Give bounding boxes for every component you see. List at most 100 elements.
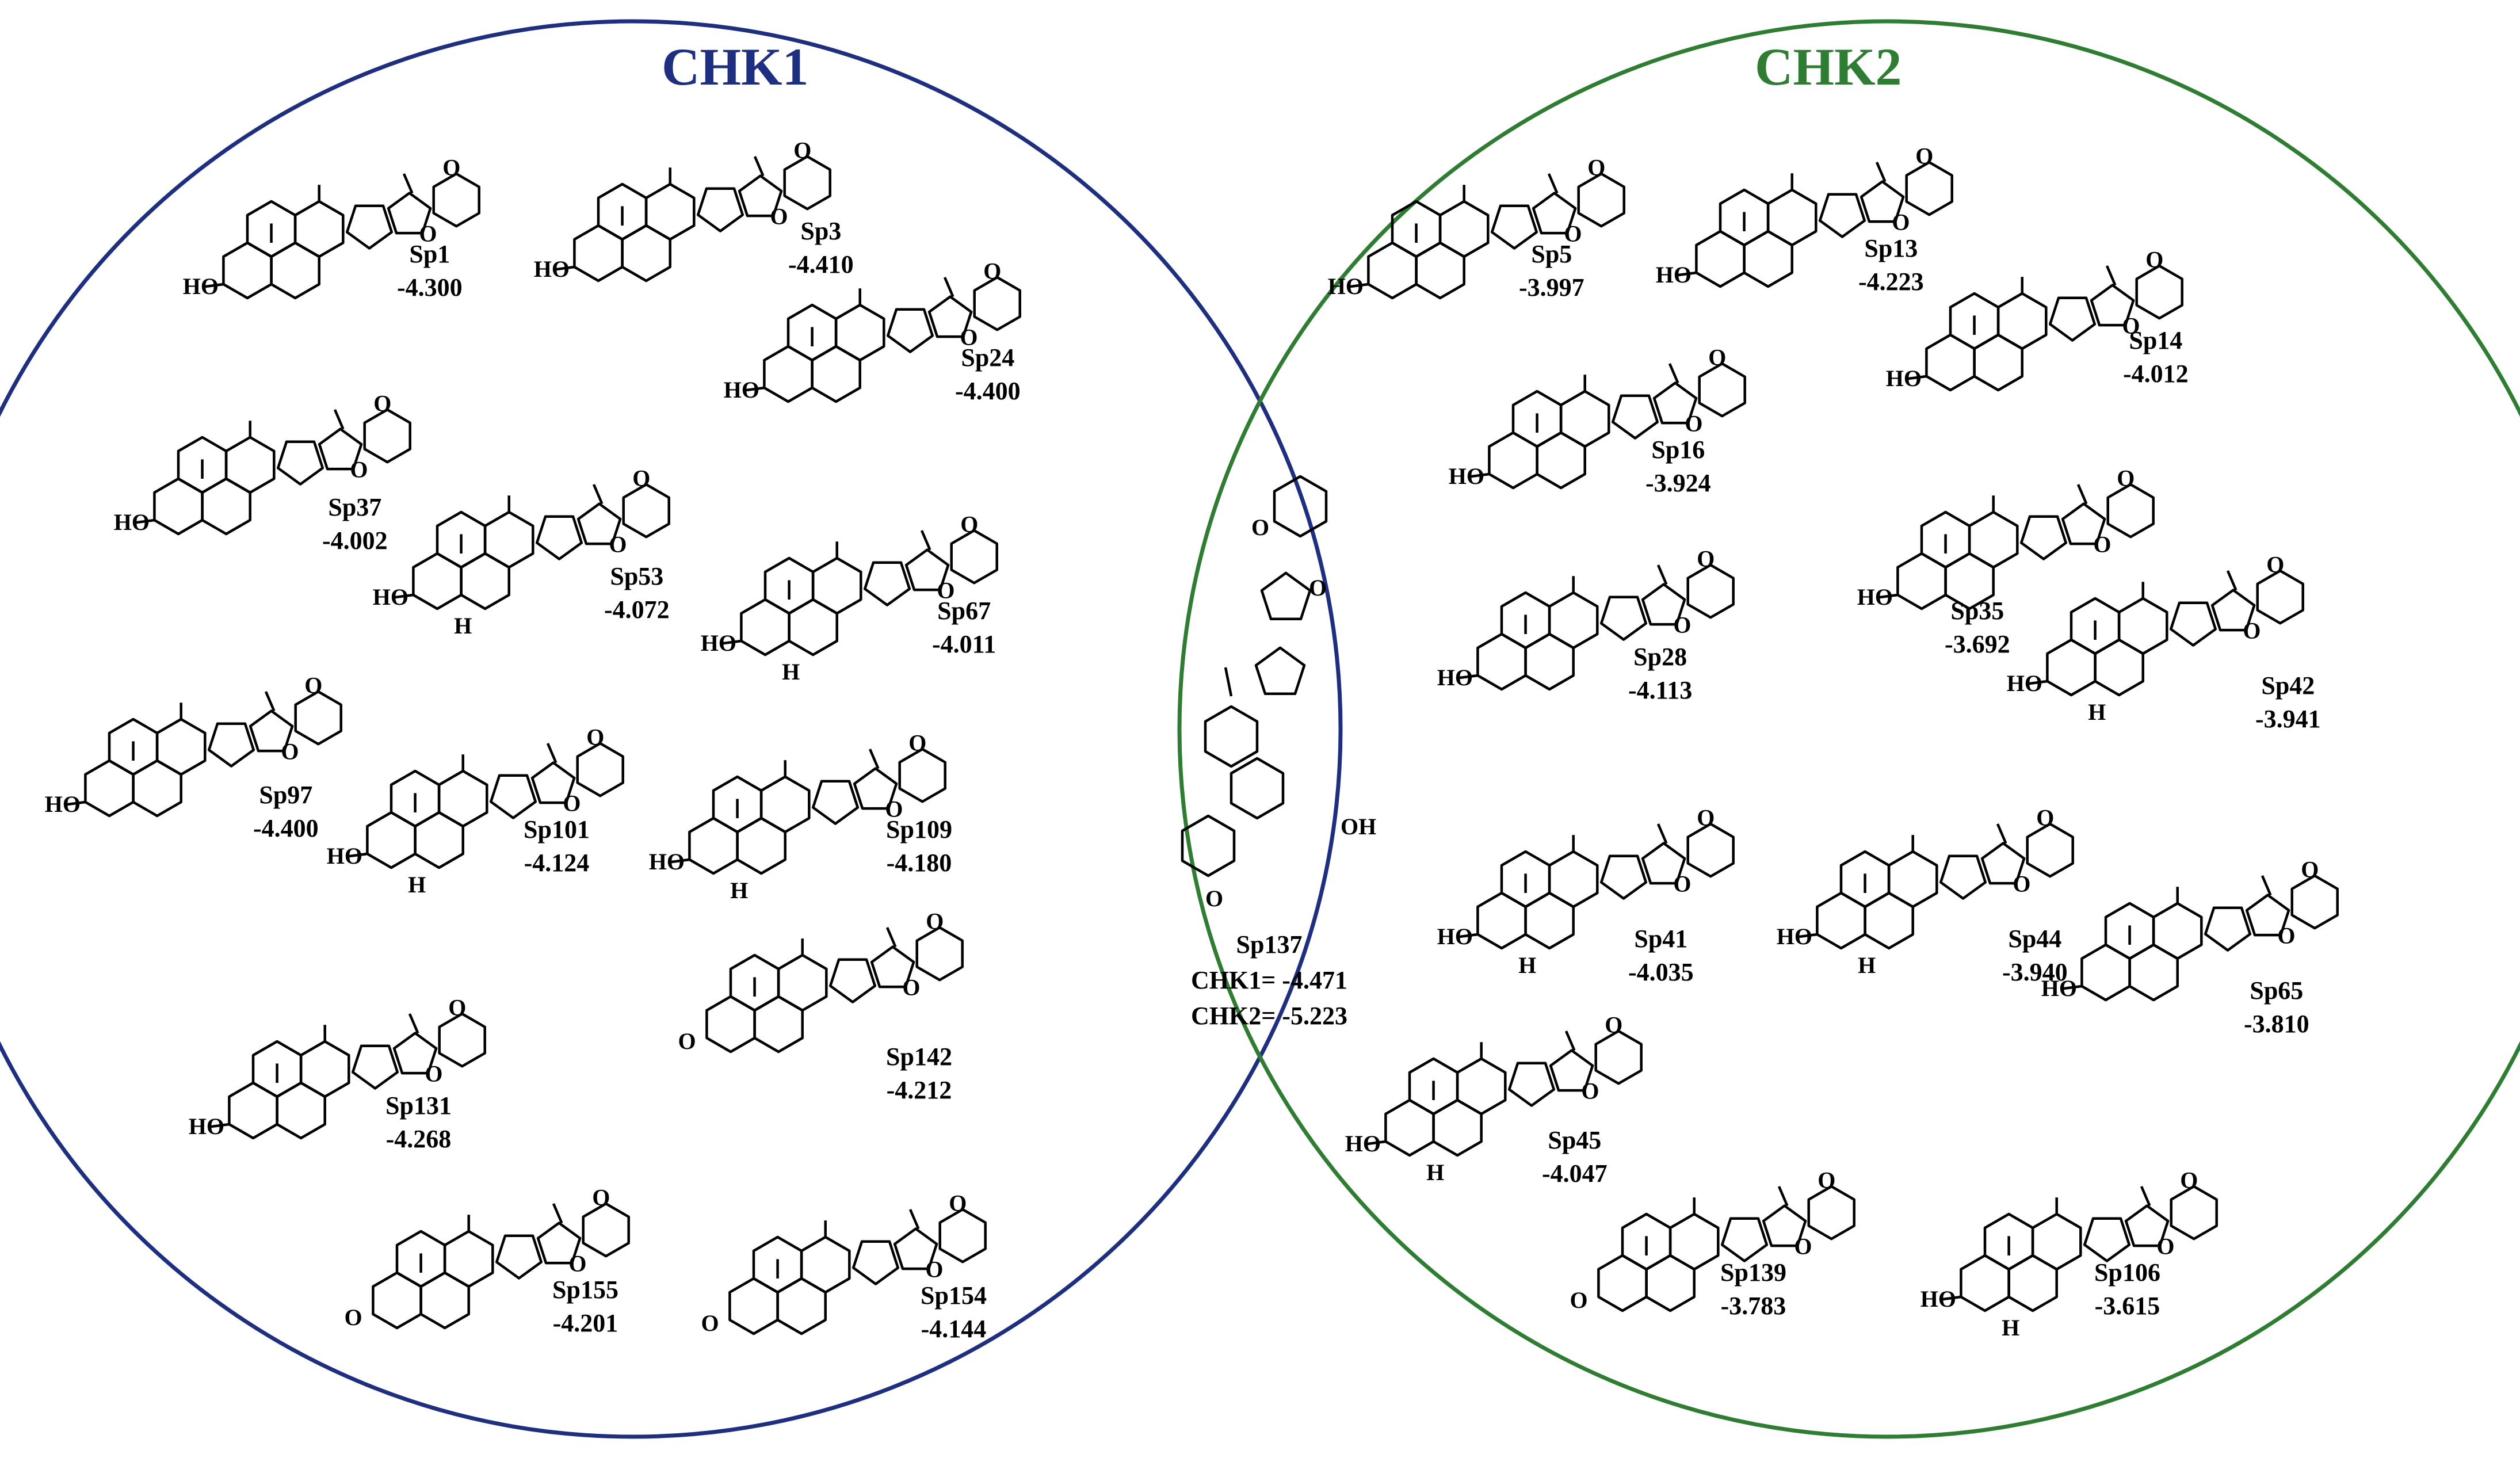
ring-d — [852, 1240, 900, 1285]
compound-name: Sp13 — [1864, 234, 1918, 262]
ring-d — [345, 204, 394, 250]
ring-c — [811, 556, 862, 615]
methyl-bond — [1777, 1186, 1789, 1207]
ring-c — [777, 953, 828, 1012]
methyl-bond — [592, 484, 604, 505]
methyl-bond — [1668, 363, 1679, 384]
pyran-ring — [2106, 483, 2155, 539]
hydroxyl-bond — [2025, 680, 2048, 686]
hydroxyl-bond — [2060, 984, 2082, 991]
methyl-bond — [546, 743, 558, 764]
methyl-bond — [753, 156, 765, 177]
furan-ring — [2245, 894, 2290, 937]
compound-name: Sp154 — [921, 1281, 987, 1310]
compound-score: -3.924 — [1645, 469, 1711, 497]
ring-a2 — [1949, 292, 2000, 350]
oxygen-atom: O — [281, 739, 299, 765]
ring-d — [696, 187, 744, 232]
compound-label-sp35: Sp35-3.692 — [1945, 598, 2010, 657]
ring-c — [1548, 850, 1599, 909]
ring-d — [2048, 296, 2097, 342]
methyl-bond — [333, 409, 345, 430]
compound-label-sp28: Sp28-4.113 — [1628, 644, 1692, 703]
pyran-ring — [938, 1208, 987, 1264]
compound-name: Sp16 — [1651, 436, 1705, 464]
oxygen-atom: O — [1587, 154, 1605, 180]
furan-ring — [1641, 583, 1686, 626]
ring-c — [443, 1230, 494, 1288]
hydroxyl-bond — [742, 386, 765, 392]
furan-ring — [1641, 842, 1686, 885]
furan-ring — [853, 767, 898, 810]
compound-score: -3.810 — [2244, 1010, 2309, 1038]
compound-name: Sp5 — [1531, 240, 1572, 268]
pyran-ring — [363, 408, 411, 464]
ring-a2 — [1500, 591, 1551, 650]
oxygen-atom: O — [926, 908, 944, 934]
ring-c — [437, 769, 488, 828]
chk2-title: CHK2 — [1755, 37, 1902, 96]
oxygen-atom: O — [949, 1190, 967, 1216]
ring-d — [886, 308, 934, 353]
methyl-bond — [1656, 564, 1668, 585]
oxygen-atom: O — [563, 791, 581, 816]
ring-d — [2169, 601, 2217, 647]
ring-d — [1611, 394, 1659, 440]
pyran-ring — [973, 276, 1021, 331]
furan-ring — [2061, 502, 2106, 545]
compound-label-sp101: Sp101-4.124 — [524, 817, 590, 876]
compound-score: -4.410 — [788, 250, 854, 278]
hydroxyl-bond — [667, 858, 690, 864]
ring-d — [2204, 906, 2252, 952]
ring-a2 — [177, 436, 228, 494]
hydroxyl-bond — [207, 1123, 230, 1129]
methyl-bond — [908, 1209, 920, 1230]
methyl-bond — [1996, 823, 2007, 844]
compound-label-sp44: Sp44-3.940 — [2002, 926, 2068, 985]
methyl-bond — [408, 1013, 419, 1034]
ring-a2 — [1391, 200, 1442, 258]
ring-d — [2019, 515, 2068, 560]
ring-d — [1254, 646, 1306, 696]
hydroxyl-bond — [1795, 933, 1818, 939]
ring-a2 — [436, 510, 487, 569]
compound-name: Sp44 — [2008, 925, 2062, 953]
compound-label-sp65: Sp65-3.810 — [2244, 978, 2309, 1037]
oxygen-atom: O — [2145, 246, 2163, 272]
methyl-bond — [1564, 1030, 1576, 1051]
ring-d — [1818, 193, 1866, 238]
oxygen-atom: O — [1708, 344, 1726, 370]
furan-ring — [387, 192, 432, 235]
methyl-bond — [552, 1203, 563, 1224]
compound-label-sp37: Sp37-4.002 — [322, 495, 388, 554]
pyran-ring — [1686, 822, 1735, 878]
compound-label-sp139: Sp139-3.783 — [1720, 1260, 1786, 1319]
oxygen-atom: O — [960, 511, 978, 537]
ring-d — [495, 1234, 543, 1280]
keto-oxygen: O — [345, 1304, 362, 1330]
hydroxyl-bond — [1364, 1140, 1386, 1146]
keto-oxygen: O — [701, 1310, 719, 1336]
compound-name: Sp42 — [2261, 671, 2315, 700]
ring-a2 — [1500, 850, 1551, 909]
hydroxyl-bond — [1346, 283, 1369, 289]
oxygen-atom: O — [1697, 804, 1715, 830]
hydroxyl-bond — [201, 283, 224, 289]
pyran-ring — [1905, 161, 1953, 216]
pyran-ring — [2135, 264, 2183, 320]
compound-label-sp142: Sp142-4.212 — [886, 1044, 952, 1103]
pyran-ring — [783, 155, 831, 211]
oxygen-atom: O — [1685, 411, 1702, 437]
ring-d — [489, 774, 537, 819]
furan-ring — [2090, 284, 2135, 327]
ring-c — [299, 1040, 350, 1098]
furan-ring — [249, 709, 294, 753]
